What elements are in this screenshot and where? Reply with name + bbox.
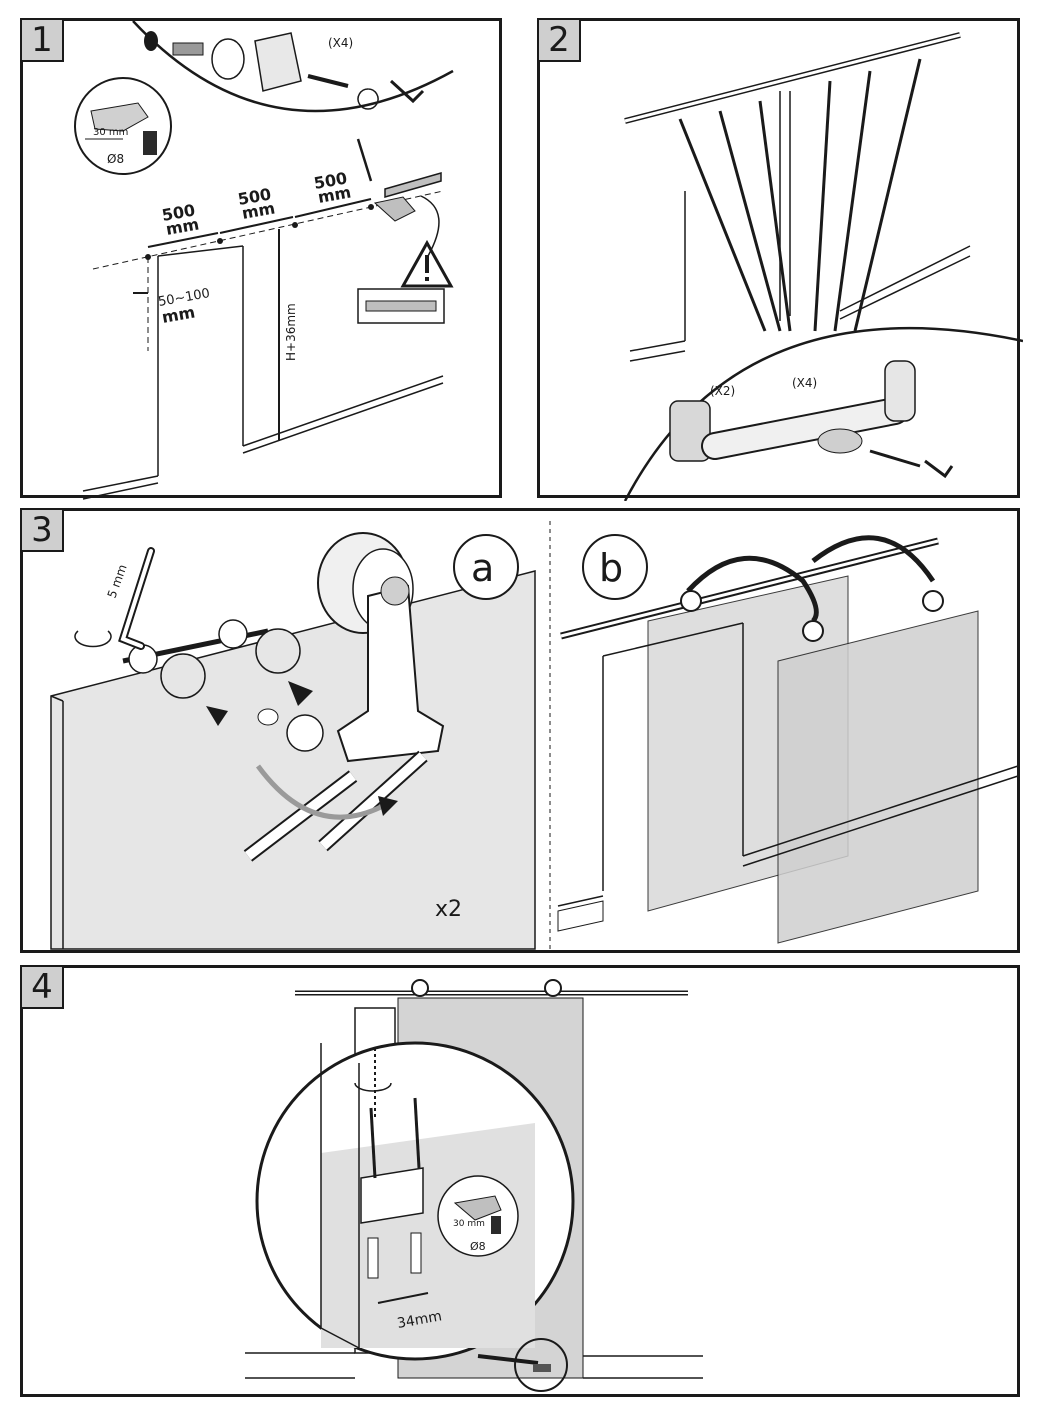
step4-illustration: 30 mm Ø8 34mm	[245, 979, 703, 1392]
step3-illustration: a b 5 mm x2	[50, 521, 1019, 950]
step4-panel: 30 mm Ø8 34mm	[20, 965, 1020, 1397]
step1-illustration: 500 mm 500 mm 500 mm 50~100 mm H+36mm (X…	[74, 21, 454, 500]
height-label: H+36mm	[284, 303, 298, 361]
drill-depth: 30 mm	[453, 1219, 485, 1229]
step-badge-3: 3	[20, 508, 64, 552]
step-badge-4: 4	[20, 965, 64, 1009]
step-badge-2: 2	[537, 18, 581, 62]
qty-end-label: (X2)	[710, 384, 735, 398]
drill-diameter: Ø8	[107, 152, 124, 166]
step2-panel: (X2) (X4)	[537, 18, 1023, 501]
drill-depth: 30 mm	[93, 127, 128, 138]
step1-panel: 500 mm 500 mm 500 mm 50~100 mm H+36mm (X…	[20, 18, 502, 500]
spacing-label: 34mm	[396, 1308, 443, 1332]
step2-illustration: (X2) (X4)	[623, 32, 1023, 501]
step-badge-1: 1	[20, 18, 64, 62]
drill-diameter: Ø8	[470, 1240, 486, 1253]
qty-support-label: (X4)	[792, 376, 817, 390]
multiplier: x2	[435, 897, 462, 922]
label-a: a	[471, 546, 494, 590]
step3-panel: a b 5 mm x2	[20, 508, 1020, 953]
key-size: 5 mm	[105, 563, 130, 601]
qty-label: (X4)	[328, 36, 353, 50]
label-b: b	[599, 546, 623, 590]
